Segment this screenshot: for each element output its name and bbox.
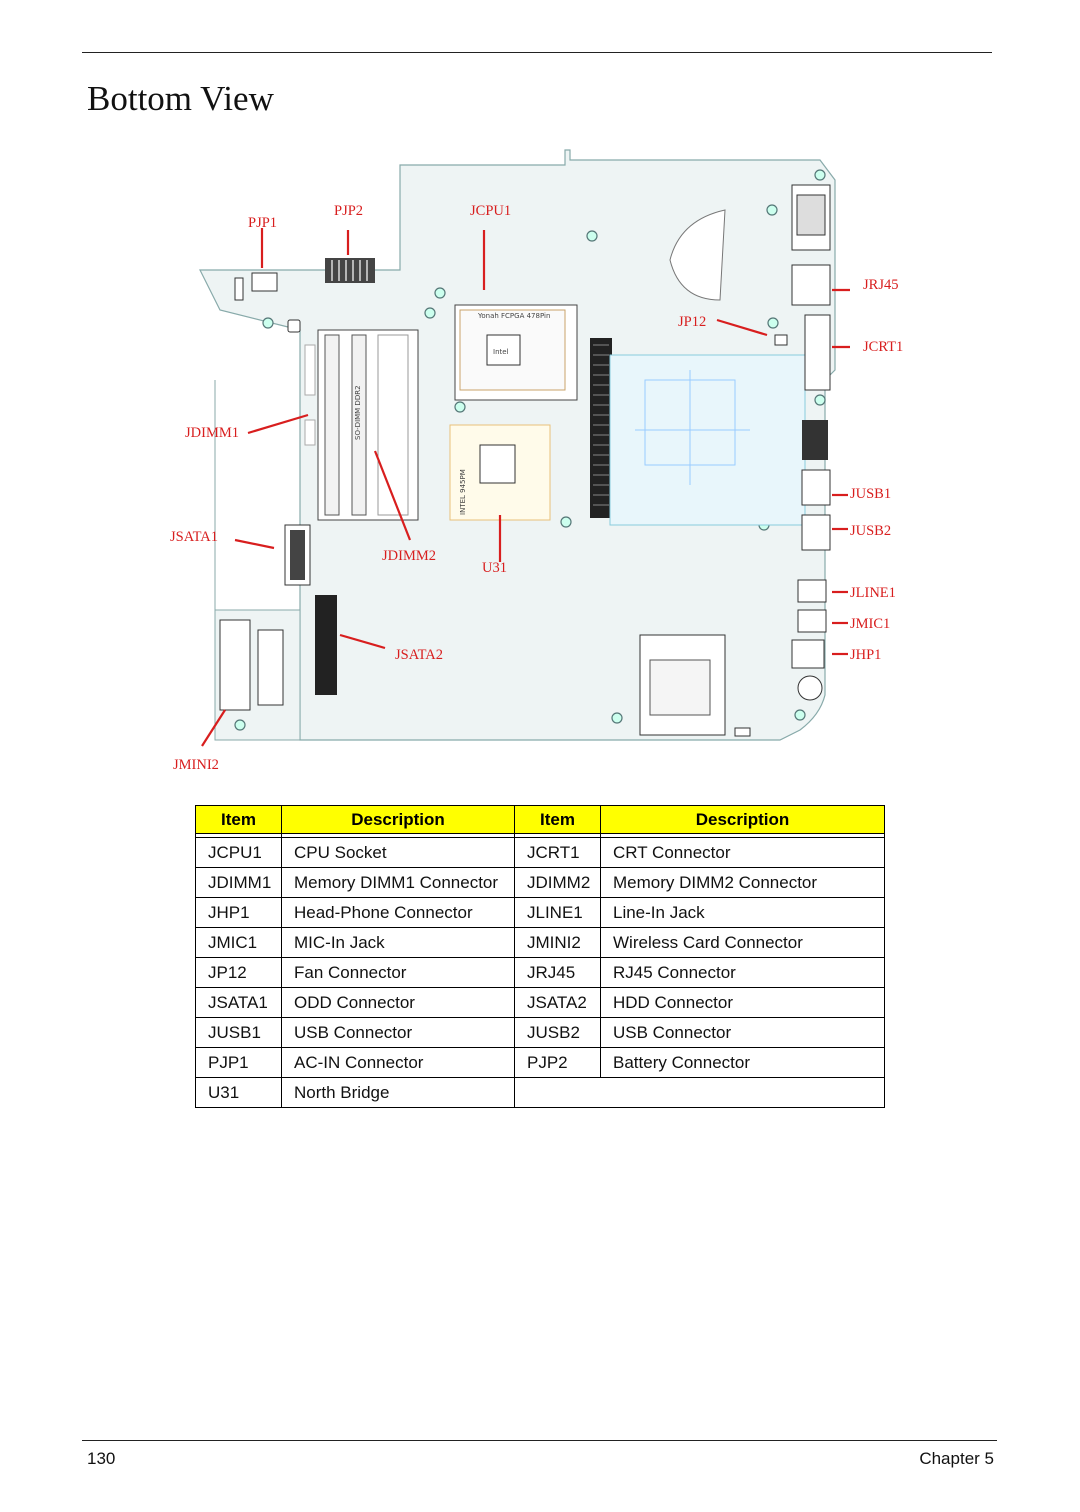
callout-pjp1: PJP1 <box>248 215 277 231</box>
page-number: 130 <box>87 1449 116 1468</box>
item-description: Line-In Jack <box>600 897 885 928</box>
header-item: Item <box>514 805 601 834</box>
callout-jsata2: JSATA2 <box>395 647 443 663</box>
item-code: JMINI2 <box>514 927 601 958</box>
header-item: Item <box>195 805 282 834</box>
callout-jmic1: JMIC1 <box>850 616 890 632</box>
item-code: JUSB1 <box>195 1017 282 1048</box>
usb-port-2 <box>801 514 831 551</box>
callout-jhp1: JHP1 <box>850 647 881 663</box>
page-title: Bottom View <box>87 79 274 118</box>
mic-in-jack <box>797 609 827 633</box>
item-code: JLINE1 <box>514 897 601 928</box>
wireless-card-connector <box>219 619 251 711</box>
item-description: USB Connector <box>600 1017 885 1048</box>
headphone-jack <box>791 639 825 669</box>
item-code: JDIMM2 <box>514 867 601 898</box>
table-row: U31 North Bridge <box>195 1077 885 1108</box>
callout-jcrt1: JCRT1 <box>863 339 903 355</box>
item-description: CRT Connector <box>600 837 885 868</box>
table-row: JMIC1 MIC-In Jack JMINI2 Wireless Card C… <box>195 927 885 958</box>
item-description: HDD Connector <box>600 987 885 1018</box>
table-row: JUSB1 USB Connector JUSB2 USB Connector <box>195 1017 885 1048</box>
table-row: JP12 Fan Connector JRJ45 RJ45 Connector <box>195 957 885 988</box>
item-code: JCRT1 <box>514 837 601 868</box>
table-row: JHP1 Head-Phone Connector JLINE1 Line-In… <box>195 897 885 928</box>
item-description: CPU Socket <box>281 837 515 868</box>
callout-jp12: JP12 <box>678 314 706 330</box>
table-row: JDIMM1 Memory DIMM1 Connector JDIMM2 Mem… <box>195 867 885 898</box>
item-code: JDIMM1 <box>195 867 282 898</box>
item-code: U31 <box>195 1077 282 1108</box>
line-in-jack <box>797 579 827 603</box>
item-description: AC-IN Connector <box>281 1047 515 1078</box>
callout-jcpu1: JCPU1 <box>470 203 511 219</box>
item-description: Battery Connector <box>600 1047 885 1078</box>
item-description: RJ45 Connector <box>600 957 885 988</box>
hdd-connector <box>315 595 337 695</box>
item-description: ODD Connector <box>281 987 515 1018</box>
callout-jusb1: JUSB1 <box>850 486 891 502</box>
callout-jline1: JLINE1 <box>850 585 896 601</box>
top-rule <box>82 52 992 53</box>
rj45-port <box>791 264 831 306</box>
item-description: North Bridge <box>281 1077 515 1108</box>
table-row: PJP1 AC-IN Connector PJP2 Battery Connec… <box>195 1047 885 1078</box>
item-code: JRJ45 <box>514 957 601 988</box>
item-code: JUSB2 <box>514 1017 601 1048</box>
motherboard-diagram: SO-DIMM DDR2 Yonah FCPGA 478Pin Intel IN… <box>160 140 920 780</box>
empty-cell <box>514 1077 885 1108</box>
usb-port-1 <box>801 469 831 506</box>
item-description: Fan Connector <box>281 957 515 988</box>
item-description: USB Connector <box>281 1017 515 1048</box>
parts-table: Item Description Item Description JCPU1 … <box>195 805 885 1108</box>
item-code: JCPU1 <box>195 837 282 868</box>
item-description: MIC-In Jack <box>281 927 515 958</box>
item-description: Memory DIMM2 Connector <box>600 867 885 898</box>
svg-text:SO-DIMM DDR2: SO-DIMM DDR2 <box>354 385 362 440</box>
callout-jdimm2: JDIMM2 <box>382 548 436 564</box>
item-description: Memory DIMM1 Connector <box>281 867 515 898</box>
item-code: JMIC1 <box>195 927 282 958</box>
bottom-rule <box>82 1440 997 1441</box>
item-code: JHP1 <box>195 897 282 928</box>
item-code: JSATA1 <box>195 987 282 1018</box>
table-row: JCPU1 CPU Socket JCRT1 CRT Connector <box>195 837 885 868</box>
svg-text:INTEL 945PM: INTEL 945PM <box>459 469 467 515</box>
callout-jdimm1: JDIMM1 <box>185 425 239 441</box>
callout-jsata1: JSATA1 <box>170 529 218 545</box>
header-description: Description <box>281 805 515 834</box>
callout-jrj45: JRJ45 <box>863 277 898 293</box>
svg-text:Yonah FCPGA 478Pin: Yonah FCPGA 478Pin <box>477 312 550 320</box>
header-description: Description <box>600 805 885 834</box>
fan-arc <box>669 209 726 301</box>
item-code: PJP2 <box>514 1047 601 1078</box>
chapter-label: Chapter 5 <box>919 1449 994 1468</box>
item-code: JP12 <box>195 957 282 988</box>
item-code: JSATA2 <box>514 987 601 1018</box>
callout-jmini2: JMINI2 <box>173 757 219 773</box>
callout-pjp2: PJP2 <box>334 203 363 219</box>
item-description: Wireless Card Connector <box>600 927 885 958</box>
svg-text:Intel: Intel <box>493 348 509 356</box>
callout-jusb2: JUSB2 <box>850 523 891 539</box>
callout-u31: U31 <box>482 560 507 576</box>
table-row: JSATA1 ODD Connector JSATA2 HDD Connecto… <box>195 987 885 1018</box>
item-description: Head-Phone Connector <box>281 897 515 928</box>
item-code: PJP1 <box>195 1047 282 1078</box>
